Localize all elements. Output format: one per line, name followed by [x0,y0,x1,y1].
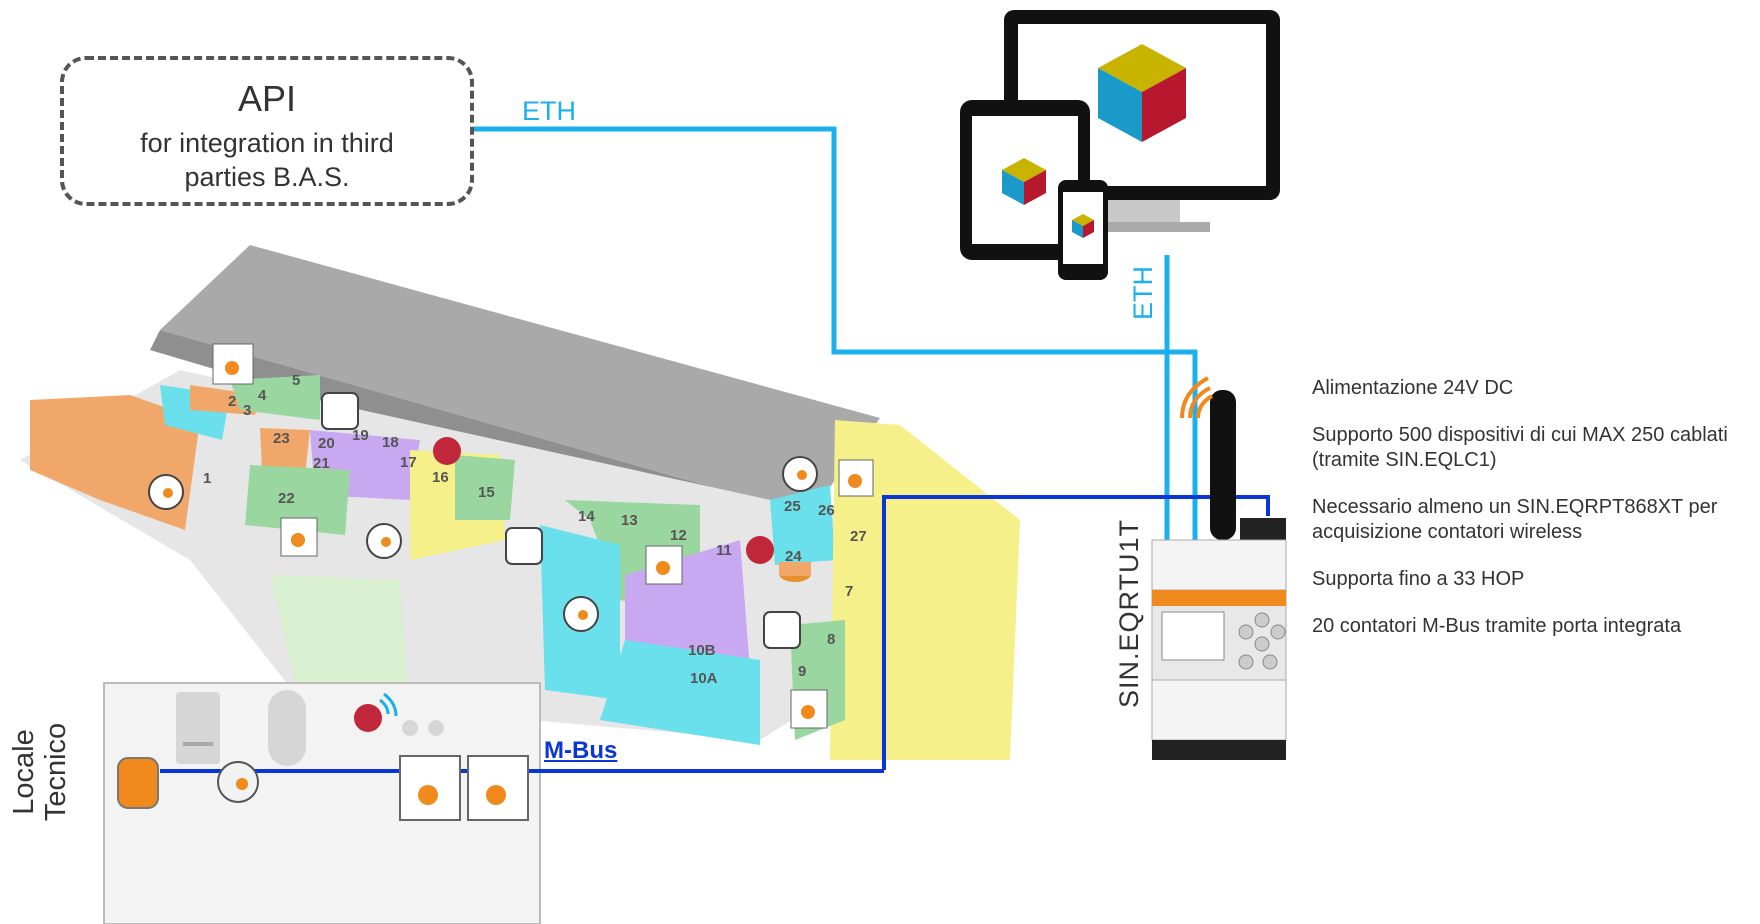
rtu-device [1151,376,1287,760]
temperature-sensor-icon-a [433,437,461,465]
note-repeater: Necessario almeno un SIN.EQRPT868XT per … [1312,496,1718,543]
svg-text:25: 25 [784,498,801,515]
phone-icon [1058,180,1108,280]
svg-text:24: 24 [785,548,802,565]
note-mbus: 20 contatori M-Bus tramite porta integra… [1312,615,1682,637]
eth-label-top: ETH [522,96,576,126]
svg-text:10B: 10B [688,642,716,659]
water-meter-floor-2 [366,523,402,559]
eth-line-api [474,126,1198,540]
valve-sensor-icon [354,692,398,732]
svg-text:26: 26 [818,502,835,519]
water-meter-floor-3 [563,596,599,632]
svg-text:11: 11 [716,542,732,559]
wireless-sensor-box-e [790,689,828,729]
svg-text:19: 19 [352,427,369,444]
gateway-box-1 [399,755,461,821]
svg-text:3: 3 [243,402,251,419]
svg-text:18: 18 [382,434,399,451]
water-meter-floor-1 [148,474,184,510]
locale-tecnico-label: Locale Tecnico [8,722,72,822]
svg-text:9: 9 [798,663,806,680]
device-brand: EQUOBOX [1162,618,1203,627]
wireless-sensor-box-c [645,545,683,585]
svg-text:4: 4 [258,387,267,404]
mbus-line-riser [882,495,1270,770]
water-heater-icon [268,690,306,766]
wireless-sensor-box-a [212,343,254,385]
repeater-icon-b [505,527,543,565]
svg-text:15: 15 [478,484,495,501]
svg-text:22: 22 [278,490,295,507]
api-title: API [237,78,297,119]
svg-text:12: 12 [670,527,687,544]
water-meter-floor-4 [782,456,818,492]
svg-text:21: 21 [313,455,330,472]
svg-text:17: 17 [400,454,417,471]
wireless-sensor-box-d [838,459,874,497]
repeater-icon-c [763,611,801,649]
svg-text:27: 27 [850,528,867,545]
antenna-icon [1210,390,1236,540]
gateway-box-2 [467,755,529,821]
repeater-icon-a [321,392,359,430]
svg-text:16: 16 [432,469,449,486]
feature-notes: Alimentazione 24V DC Supporto 500 dispos… [1312,376,1760,661]
svg-text:13: 13 [621,512,638,529]
water-meter-icon [217,761,259,803]
device-model-label: SIN.EQRTU1T [1114,518,1145,709]
mbus-label: M-Bus [544,732,617,766]
wireless-sensor-box-b [280,517,318,557]
wireless-signal-icon [1180,376,1214,419]
note-power: Alimentazione 24V DC [1312,377,1514,399]
svg-text:8: 8 [827,631,835,648]
pump-icon [402,720,444,736]
note-hop: Supporta fino a 33 HOP [1312,568,1525,590]
svg-text:1: 1 [203,470,211,487]
svg-text:2: 2 [228,393,236,410]
svg-text:10A: 10A [690,670,718,687]
svg-text:7: 7 [845,583,853,600]
api-box: API for integration in third parties B.A… [60,56,474,206]
svg-text:5: 5 [292,372,300,389]
svg-text:23: 23 [273,430,290,447]
api-description: for integration in third parties B.A.S. [140,128,394,192]
svg-text:20: 20 [318,435,335,452]
svg-text:14: 14 [578,508,595,525]
heat-meter-icon [117,757,159,809]
note-devices: Supporto 500 dispositivi di cui MAX 250 … [1312,424,1728,471]
boiler-icon [176,692,220,764]
mbus-label-text: M-Bus [544,737,618,764]
temperature-sensor-icon-b [746,536,774,564]
